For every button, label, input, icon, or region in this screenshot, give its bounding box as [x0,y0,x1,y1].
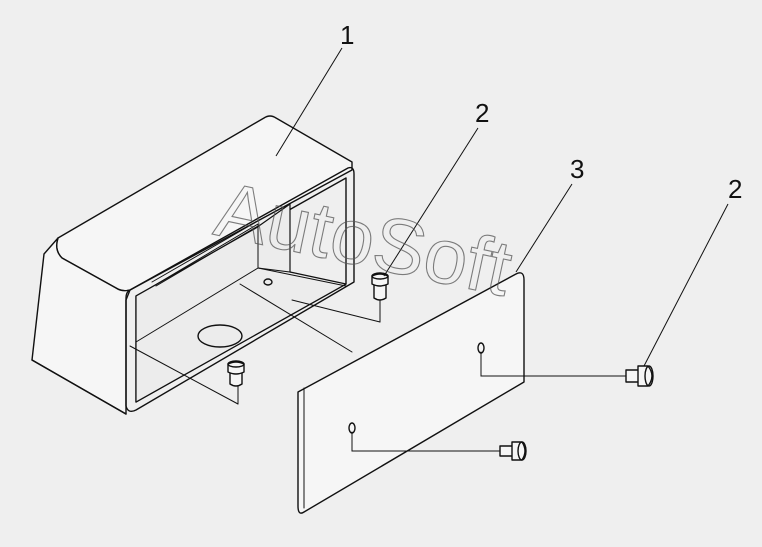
callout-leader-2-right [643,203,729,367]
bolt-leaders [351,351,627,452]
housing-box [31,115,355,415]
housing-small-hole [263,278,273,286]
callout-2-center: 2 [475,98,489,128]
projection-lines [129,283,381,405]
bolt-right [625,365,654,387]
callout-leader-1 [275,47,343,157]
bolt-center [371,272,389,301]
housing-bottom-edge [31,359,127,415]
housing-inner-edge-right [257,267,347,287]
bolt-center-left [227,360,245,387]
callout-leader-2-center [383,127,479,277]
housing-rim-outer [125,166,355,413]
callout-2-right: 2 [728,174,742,204]
cover-plate-face [297,272,525,514]
bolt-plate-bottom [499,441,527,461]
housing-side-groove [151,221,259,287]
callout-1: 1 [340,20,354,50]
housing-inner-edge-top [149,223,259,289]
callout-3: 3 [570,154,584,184]
callout-leader-3 [515,183,573,273]
housing-large-hole [197,324,243,348]
housing-inner-side [257,203,291,273]
